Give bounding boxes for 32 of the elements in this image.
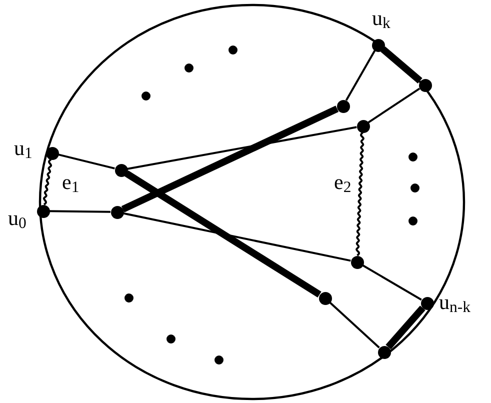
- edge-line: [49, 210, 111, 213]
- edge-line: [123, 212, 351, 262]
- vertex-dot: [378, 346, 390, 358]
- thick-edge: [124, 170, 322, 298]
- edge-line: [329, 302, 380, 348]
- edge-line: [362, 264, 422, 301]
- edge-label: e$_{2}$: [334, 172, 352, 196]
- vertex-dot: [420, 296, 434, 310]
- vertex-dot: [336, 100, 350, 112]
- thick-edge: [380, 46, 422, 84]
- vertex-dot: [356, 120, 370, 132]
- vertex-dot: [36, 204, 50, 218]
- edge-line: [368, 88, 420, 124]
- thick-edge: [121, 106, 339, 212]
- thick-edge: [386, 306, 426, 350]
- edge-line: [127, 126, 357, 170]
- vertex-label: u$_{k}$: [372, 8, 390, 32]
- edge-line: [345, 50, 376, 101]
- vertex-dot: [114, 164, 128, 176]
- vertex-label: u$_{0}$: [8, 208, 26, 232]
- vertex-dot: [350, 256, 364, 268]
- wavy-edge: [42, 158, 52, 206]
- wavy-edge: [356, 132, 364, 256]
- vertex-dot: [110, 206, 124, 218]
- vertex-dot: [318, 292, 332, 304]
- vertex-label: u$_{n-k}$: [439, 292, 470, 316]
- vertex-dot: [418, 78, 432, 92]
- vertex-dot: [46, 146, 58, 160]
- vertex-dot: [372, 38, 384, 52]
- vertex-label: u$_{1}$: [14, 138, 32, 162]
- edge-label: e$_{1}$: [62, 172, 80, 196]
- edge-line: [58, 154, 115, 170]
